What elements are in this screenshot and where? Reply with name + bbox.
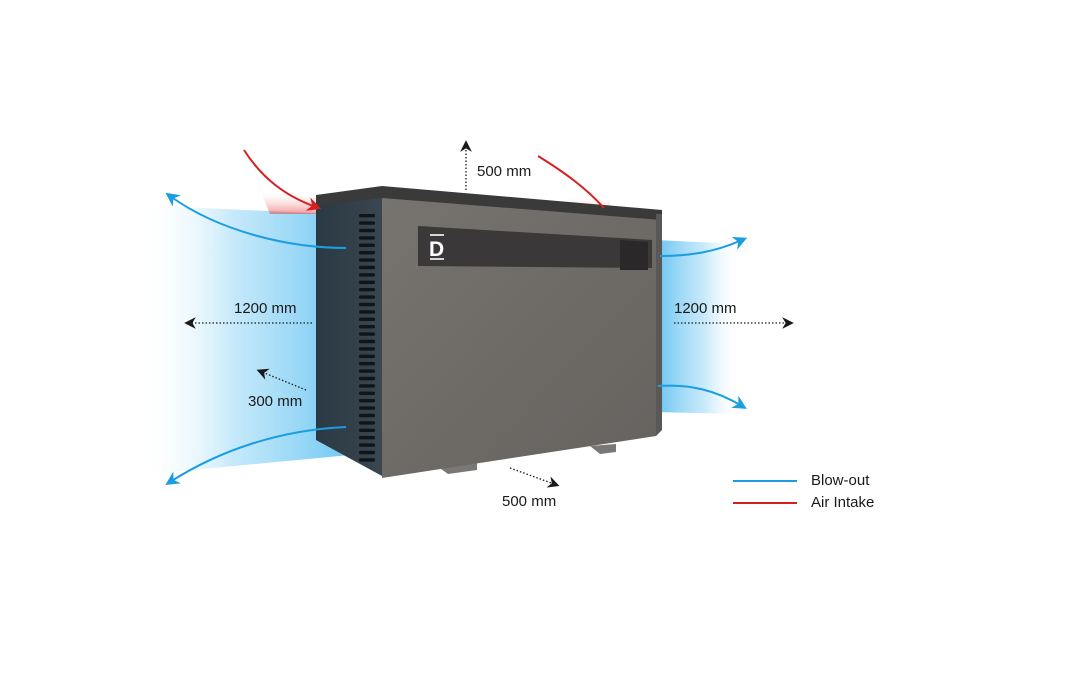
grille-slat bbox=[359, 221, 375, 225]
grille-slat bbox=[359, 428, 375, 432]
clearance-top-label: 500 mm bbox=[477, 163, 532, 180]
intake-arrow-top bbox=[537, 155, 605, 209]
grille-slat bbox=[359, 280, 375, 284]
clearance-arrow-front bbox=[509, 467, 560, 488]
grille-slat bbox=[359, 236, 375, 240]
left-blowout-zone bbox=[140, 205, 350, 475]
grille-slats bbox=[359, 214, 375, 462]
grille-slat bbox=[359, 391, 375, 395]
grille-slat bbox=[359, 399, 375, 403]
brand-logo-icon: D bbox=[429, 234, 444, 261]
intake-arrows bbox=[243, 149, 605, 211]
grille-slat bbox=[359, 295, 375, 299]
blowout-arrow-right-top bbox=[659, 237, 748, 257]
legend-swatch-intake bbox=[733, 502, 797, 504]
grille-slat bbox=[359, 347, 375, 351]
grille-slat bbox=[359, 332, 375, 336]
grille-slat bbox=[359, 450, 375, 455]
grille-slat bbox=[359, 302, 375, 307]
grille-slat bbox=[359, 354, 375, 358]
grille-slat bbox=[359, 436, 375, 440]
legend-item-intake: Air Intake bbox=[733, 494, 933, 512]
grille-slat bbox=[359, 265, 375, 270]
grille-slat bbox=[359, 406, 375, 410]
clearance-arrow-back bbox=[256, 368, 307, 391]
control-display bbox=[620, 240, 648, 270]
grille-slat bbox=[359, 214, 375, 218]
grille-slat bbox=[359, 258, 375, 262]
heat-pump-unit: D bbox=[316, 186, 662, 478]
grille-slat bbox=[359, 339, 375, 344]
grille-slat bbox=[359, 443, 375, 447]
grille-slat bbox=[359, 251, 375, 255]
blowout-arrow-left-bottom bbox=[165, 426, 347, 486]
grille-slat bbox=[359, 243, 375, 247]
blowout-arrow-left-top bbox=[165, 192, 347, 249]
clearance-arrows bbox=[184, 140, 794, 488]
grille-slat bbox=[359, 273, 375, 277]
grille-slat bbox=[359, 325, 375, 329]
grille-slat bbox=[359, 228, 375, 233]
grille-slat bbox=[359, 362, 375, 366]
grille-slat bbox=[359, 458, 375, 462]
grille-slat bbox=[359, 384, 375, 388]
grille-slat bbox=[359, 376, 375, 381]
intake-arrow-left bbox=[243, 149, 322, 211]
grille-slat bbox=[359, 288, 375, 292]
blowout-arrow-right-bottom bbox=[657, 384, 747, 409]
brand-logo-letter: D bbox=[429, 238, 444, 261]
grille-slat bbox=[359, 317, 375, 321]
unit-top-lid bbox=[316, 186, 662, 220]
legend: Blow-out Air Intake bbox=[733, 470, 933, 514]
clearance-back-label: 300 mm bbox=[248, 393, 303, 410]
clearance-left-label: 1200 mm bbox=[234, 300, 297, 317]
grille-slat bbox=[359, 413, 375, 418]
clearance-front-label: 500 mm bbox=[502, 493, 557, 510]
legend-swatch-blowout bbox=[733, 480, 797, 482]
legend-label-intake: Air Intake bbox=[811, 494, 875, 511]
legend-item-blowout: Blow-out bbox=[733, 472, 933, 490]
grille-slat bbox=[359, 310, 375, 314]
grille-slat bbox=[359, 421, 375, 425]
blowout-arrows bbox=[165, 192, 748, 486]
clearance-right-label: 1200 mm bbox=[674, 300, 737, 317]
grille-slat bbox=[359, 369, 375, 373]
control-panel-bar bbox=[418, 226, 652, 268]
intake-glow-left bbox=[260, 190, 318, 214]
right-blowout-zone bbox=[655, 240, 740, 414]
legend-label-blowout: Blow-out bbox=[811, 472, 870, 489]
